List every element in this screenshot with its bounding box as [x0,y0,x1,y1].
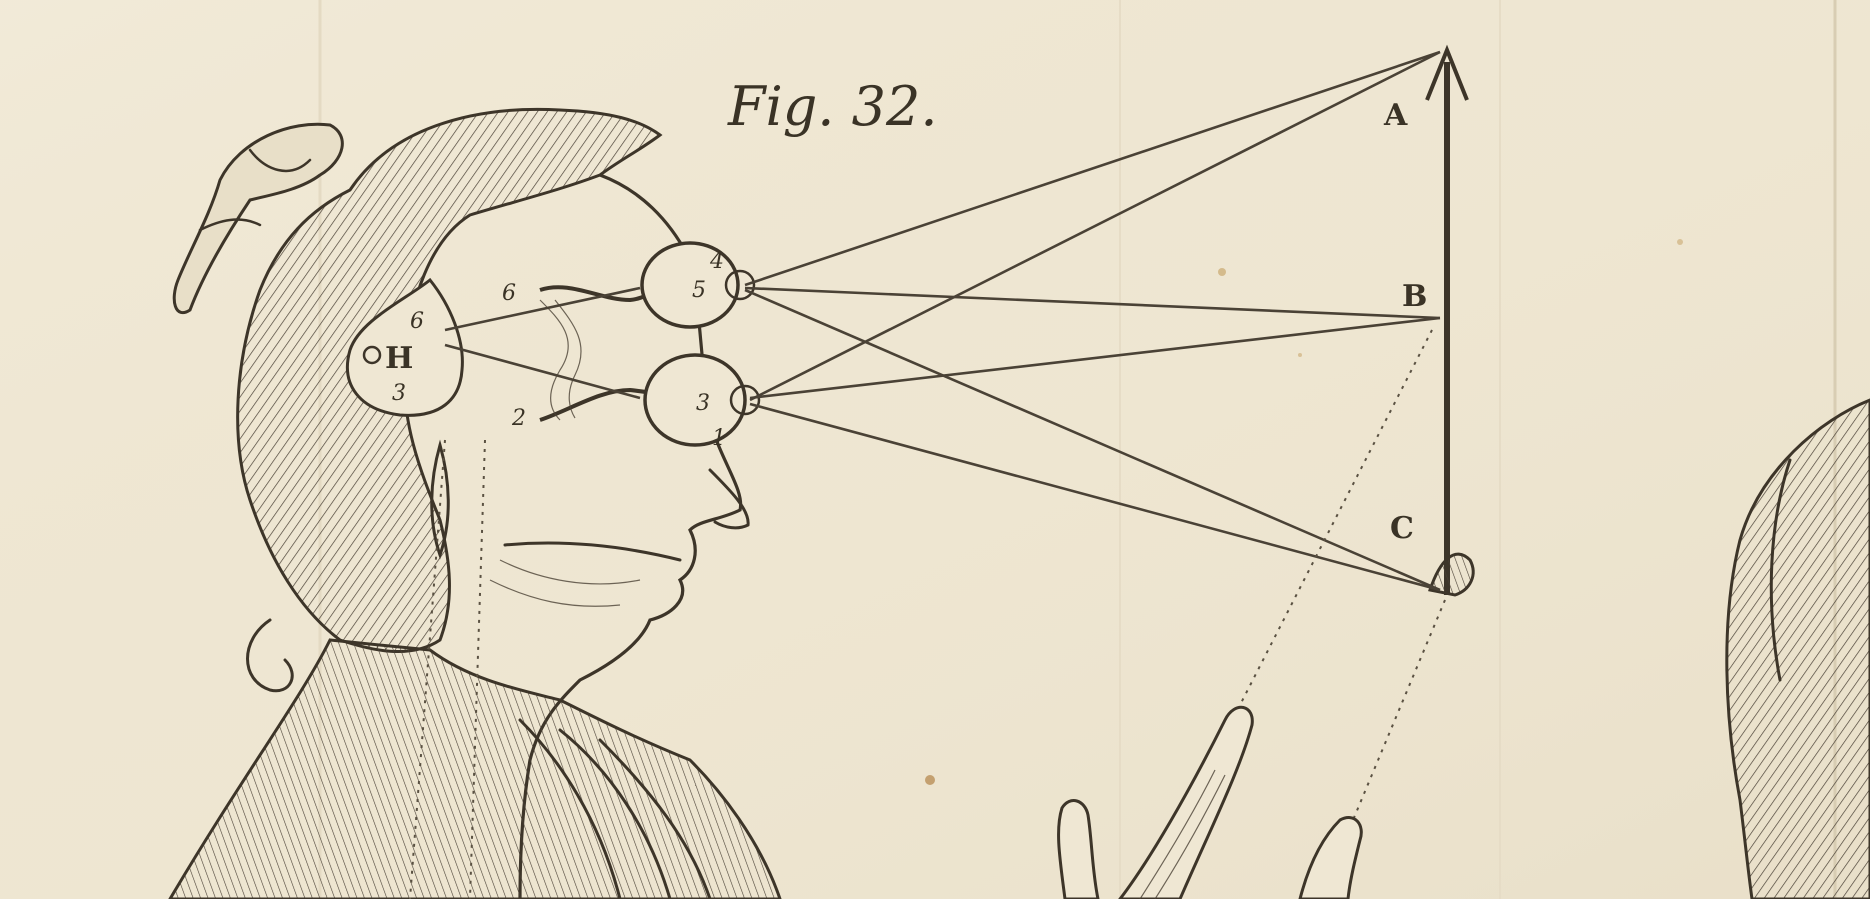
ear-marker-top: 6 [410,309,424,334]
figure-title: Fig. 32. [727,75,938,138]
upper-eye-marker: 5 [692,278,706,303]
nerve-marker-2: 2 [511,406,526,431]
lower-eye-marker: 3 [696,391,710,416]
ear-marker-bottom: 3 [392,381,406,406]
nerve-marker-6: 6 [502,281,516,306]
point-c-label: C [1390,511,1414,546]
point-b-label: B [1402,279,1427,314]
upper-eye-top-marker: 4 [709,249,724,274]
lower-eye-bottom-marker: 1 [712,426,726,451]
point-a-label: A [1383,98,1408,133]
brain-label: H [385,341,413,376]
